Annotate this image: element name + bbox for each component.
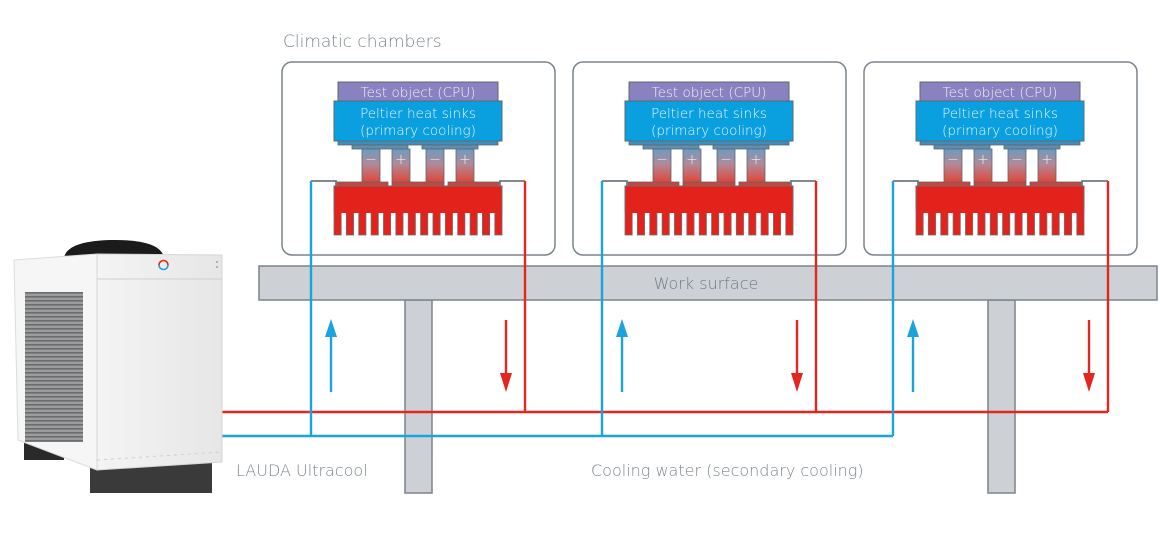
down-arrow-icon xyxy=(791,373,803,392)
heatsink-fin xyxy=(432,210,441,236)
heatsink-fin xyxy=(735,210,744,236)
heatsink-body xyxy=(333,185,503,213)
heatsink-fin xyxy=(711,210,720,236)
heatsink-fin xyxy=(773,210,782,236)
up-arrow-icon xyxy=(325,319,337,337)
heatsink-fin xyxy=(1026,210,1035,236)
cooling-water-label: Cooling water (secondary cooling) xyxy=(591,461,864,480)
heatsink-fin xyxy=(407,210,416,236)
heatsink-fin xyxy=(952,210,961,236)
outlet-connector xyxy=(499,180,525,186)
heatsink-fin xyxy=(624,210,633,236)
heatsink-fin xyxy=(965,210,974,236)
chiller-grille xyxy=(25,292,83,442)
down-arrow-icon xyxy=(500,373,512,392)
inlet-connector xyxy=(893,180,919,186)
heatsink-body xyxy=(915,185,1085,213)
peltier-label-line2: (primary cooling) xyxy=(651,123,767,139)
polarity-sign: + xyxy=(459,152,471,168)
heatsink-fin xyxy=(345,210,354,236)
heatsink-fin xyxy=(698,210,707,236)
test-object-label: Test object (CPU) xyxy=(943,85,1058,101)
peltier-label-line2: (primary cooling) xyxy=(360,123,476,139)
heatsink-fin xyxy=(915,210,924,236)
outlet-connector xyxy=(1081,180,1108,186)
heatsink-fin xyxy=(494,210,503,236)
heatsink-fin xyxy=(482,210,491,236)
heatsink-fin xyxy=(1002,210,1011,236)
heatsink-fin xyxy=(661,210,670,236)
polarity-sign: − xyxy=(720,152,732,168)
polarity-sign: + xyxy=(977,152,989,168)
chiller-label: LAUDA Ultracool xyxy=(236,461,368,480)
chamber-3: Test object (CPU) Peltier heat sinks(prim… xyxy=(863,61,1138,256)
chamber-2: Test object (CPU) Peltier heat sinks(prim… xyxy=(572,61,847,256)
chiller-front-panel xyxy=(96,253,223,471)
table-leg-right xyxy=(987,299,1016,494)
polarity-sign: − xyxy=(1011,152,1023,168)
climatic-chambers: Test object (CPU)Peltier heat sinks(prim… xyxy=(281,61,1138,256)
heatsink-fin xyxy=(333,210,342,236)
polarity-sign: − xyxy=(429,152,441,168)
peltier-label-line1: Peltier heat sinks xyxy=(942,106,1058,122)
polarity-sign: + xyxy=(395,152,407,168)
heatsink-fin xyxy=(636,210,645,236)
down-arrow-icon xyxy=(1083,373,1095,392)
heatsink-fin xyxy=(1051,210,1060,236)
peltier-label-line1: Peltier heat sinks xyxy=(651,106,767,122)
heatsink-fin xyxy=(1014,210,1023,236)
up-arrow-icon xyxy=(616,319,628,337)
peltier-label-line1: Peltier heat sinks xyxy=(360,106,476,122)
test-object-label: Test object (CPU) xyxy=(361,85,476,101)
lauda-logo-icon xyxy=(158,259,169,266)
heatsink-fin xyxy=(370,210,379,236)
heatsink-fin xyxy=(674,210,683,236)
heatsink-fin xyxy=(686,210,695,236)
heatsink-fin xyxy=(457,210,466,236)
flow-arrows xyxy=(325,319,1095,392)
heatsink-fin xyxy=(723,210,732,236)
peltier-heat-sink-block xyxy=(333,100,503,142)
lauda-ultracool-chiller xyxy=(13,240,223,493)
inlet-connector xyxy=(602,180,628,186)
heatsink-body xyxy=(624,185,794,213)
polarity-sign: − xyxy=(947,152,959,168)
work-surface-label: Work surface xyxy=(654,274,759,293)
up-arrow-icon xyxy=(907,319,919,337)
peltier-heat-sink-block xyxy=(915,100,1085,142)
heatsink-fin xyxy=(1064,210,1073,236)
polarity-sign: + xyxy=(686,152,698,168)
inlet-connector xyxy=(311,180,337,186)
peltier-label-line2: (primary cooling) xyxy=(942,123,1058,139)
test-object-label: Test object (CPU) xyxy=(652,85,767,101)
polarity-sign: + xyxy=(750,152,762,168)
cooling-water-pipes xyxy=(222,181,1110,438)
heatsink-fin xyxy=(940,210,949,236)
polarity-sign: − xyxy=(656,152,668,168)
heatsink-fin xyxy=(760,210,769,236)
chiller-fan xyxy=(64,240,164,258)
heatsink-fin xyxy=(989,210,998,236)
table-leg-left xyxy=(404,299,433,494)
heatsink-fin xyxy=(977,210,986,236)
heatsink-fin xyxy=(649,210,658,236)
heatsink-fin xyxy=(395,210,404,236)
heatsink-fin xyxy=(1076,210,1085,236)
climatic-chambers-title: Climatic chambers xyxy=(283,32,442,52)
heatsink-fin xyxy=(444,210,453,236)
heatsink-fin xyxy=(1039,210,1048,236)
polarity-sign: + xyxy=(1041,152,1053,168)
heatsink-fin xyxy=(748,210,757,236)
polarity-sign: − xyxy=(365,152,377,168)
heatsink-fin xyxy=(785,210,794,236)
work-surface xyxy=(258,265,1158,301)
heatsink-fin xyxy=(469,210,478,236)
chamber-1: Test object (CPU) Peltier heat sinks(prim… xyxy=(281,61,556,256)
heatsink-fin xyxy=(358,210,367,236)
heatsink-fin xyxy=(927,210,936,236)
outlet-connector xyxy=(790,180,816,186)
heatsink-fin xyxy=(383,210,392,236)
heatsink-fin xyxy=(420,210,429,236)
